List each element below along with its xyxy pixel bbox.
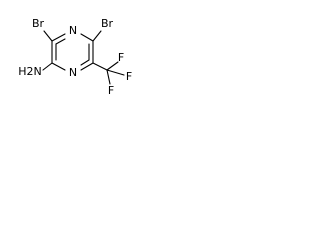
bond-n4-c3 [51, 62, 66, 71]
atom-f-top: F [118, 51, 124, 64]
atom-f-bottom: F [108, 84, 114, 97]
bond-c6-br [92, 30, 102, 42]
bond-c5-n4 [80, 62, 94, 71]
bond-c2-br [43, 30, 53, 42]
pyrazine-ring [51, 33, 94, 71]
substituent-bonds [42, 30, 125, 85]
bond-cf3-f-bottom [106, 69, 111, 85]
atom-f-right: F [126, 70, 132, 83]
atom-br-left: Br [32, 17, 45, 30]
bond-cf3-f-top [106, 61, 119, 71]
bond-c2-n1 [51, 33, 66, 42]
atom-n-bottom: N [69, 66, 77, 79]
atom-labels: N N Br Br H2N F F F [18, 17, 132, 97]
molecule-structure: N N Br Br H2N F F F [18, 17, 132, 97]
bond-cf3-f-right [106, 69, 125, 76]
atom-br-right: Br [101, 17, 114, 30]
bond-n4-c5-double [80, 59, 90, 66]
atom-n-top: N [69, 24, 77, 37]
bond-c5-cf3 [92, 62, 108, 71]
bond-n1-c2-double [55, 38, 66, 45]
bond-n1-c6 [80, 33, 94, 42]
bond-c3-nh2 [42, 62, 53, 71]
atom-nh2: H2N [18, 65, 42, 78]
